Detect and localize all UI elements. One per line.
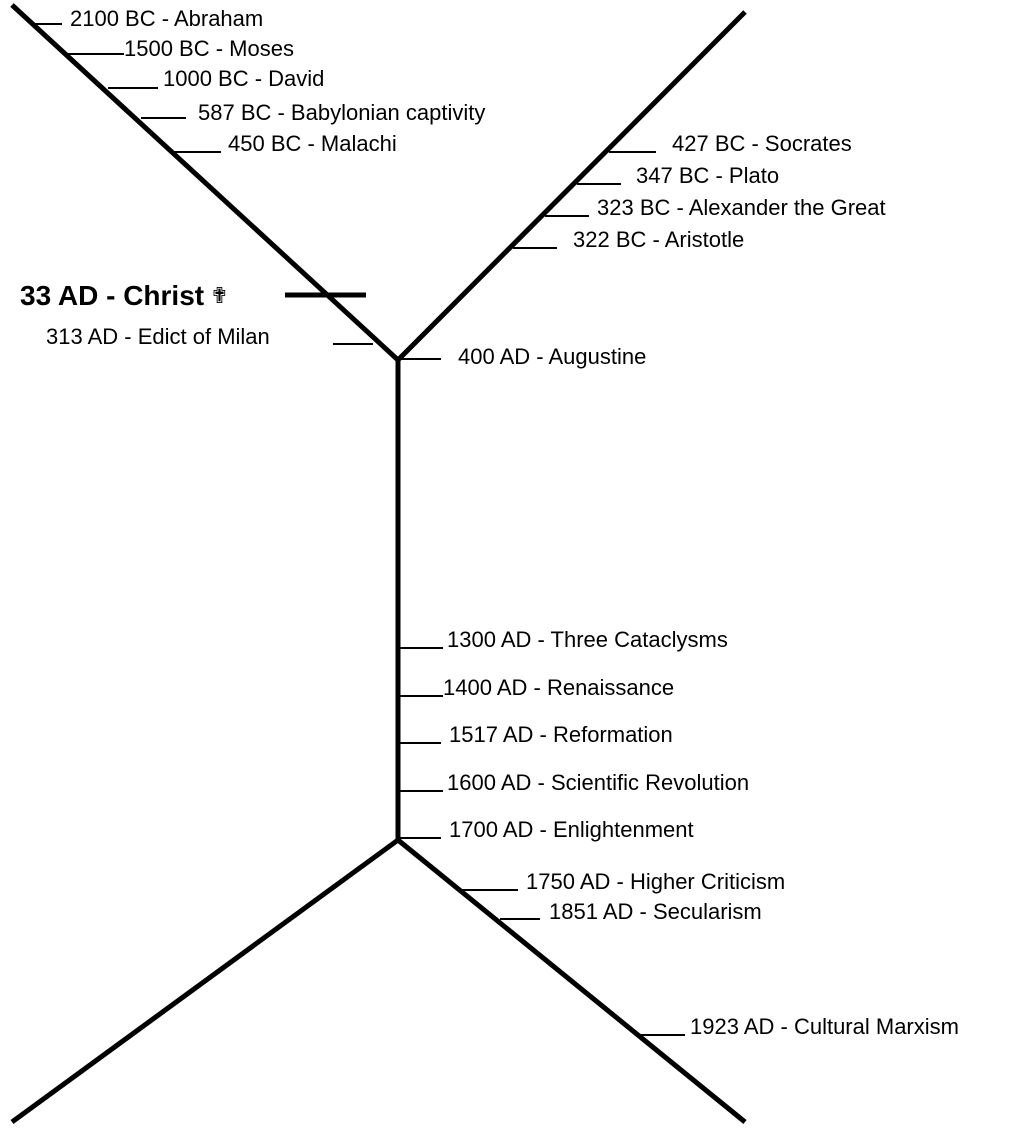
event-augustine-label: 400 AD - Augustine — [458, 344, 647, 369]
event-marxism-label: 1923 AD - Cultural Marxism — [690, 1014, 959, 1039]
event-alexander-label: 323 BC - Alexander the Great — [597, 195, 886, 220]
event-david-label: 1000 BC - David — [163, 66, 325, 91]
event-criticism-label: 1750 AD - Higher Criticism — [526, 869, 786, 894]
event-babylon-label: 587 BC - Babylonian captivity — [198, 100, 486, 125]
event-plato-label: 347 BC - Plato — [636, 163, 780, 188]
event-renaissance-label: 1400 AD - Renaissance — [443, 675, 675, 700]
event-socrates-label: 427 BC - Socrates — [672, 131, 852, 156]
event-cataclysms-label: 1300 AD - Three Cataclysms — [447, 627, 728, 652]
event-christ: 33 AD - Christ✟ — [20, 280, 229, 312]
event-enlightenment-label: 1700 AD - Enlightenment — [449, 817, 694, 842]
event-secularism-label: 1851 AD - Secularism — [549, 899, 762, 924]
right-lower-branch — [396, 838, 747, 1124]
event-abraham-label: 2100 BC - Abraham — [70, 6, 264, 31]
event-milan-label: 313 AD - Edict of Milan — [46, 324, 270, 349]
event-christ-label: 33 AD - Christ — [20, 280, 205, 311]
event-moses-label: 1500 BC - Moses — [124, 36, 294, 61]
left-lower-branch — [10, 837, 400, 1125]
event-scientific-label: 1600 AD - Scientific Revolution — [447, 770, 750, 795]
cross-icon: ✟ — [210, 283, 229, 308]
event-aristotle-label: 322 BC - Aristotle — [573, 227, 745, 252]
event-reformation-label: 1517 AD - Reformation — [449, 722, 673, 747]
event-malachi-label: 450 BC - Malachi — [228, 131, 397, 156]
right-upper-branch — [396, 10, 747, 362]
left-upper-branch — [10, 3, 400, 362]
